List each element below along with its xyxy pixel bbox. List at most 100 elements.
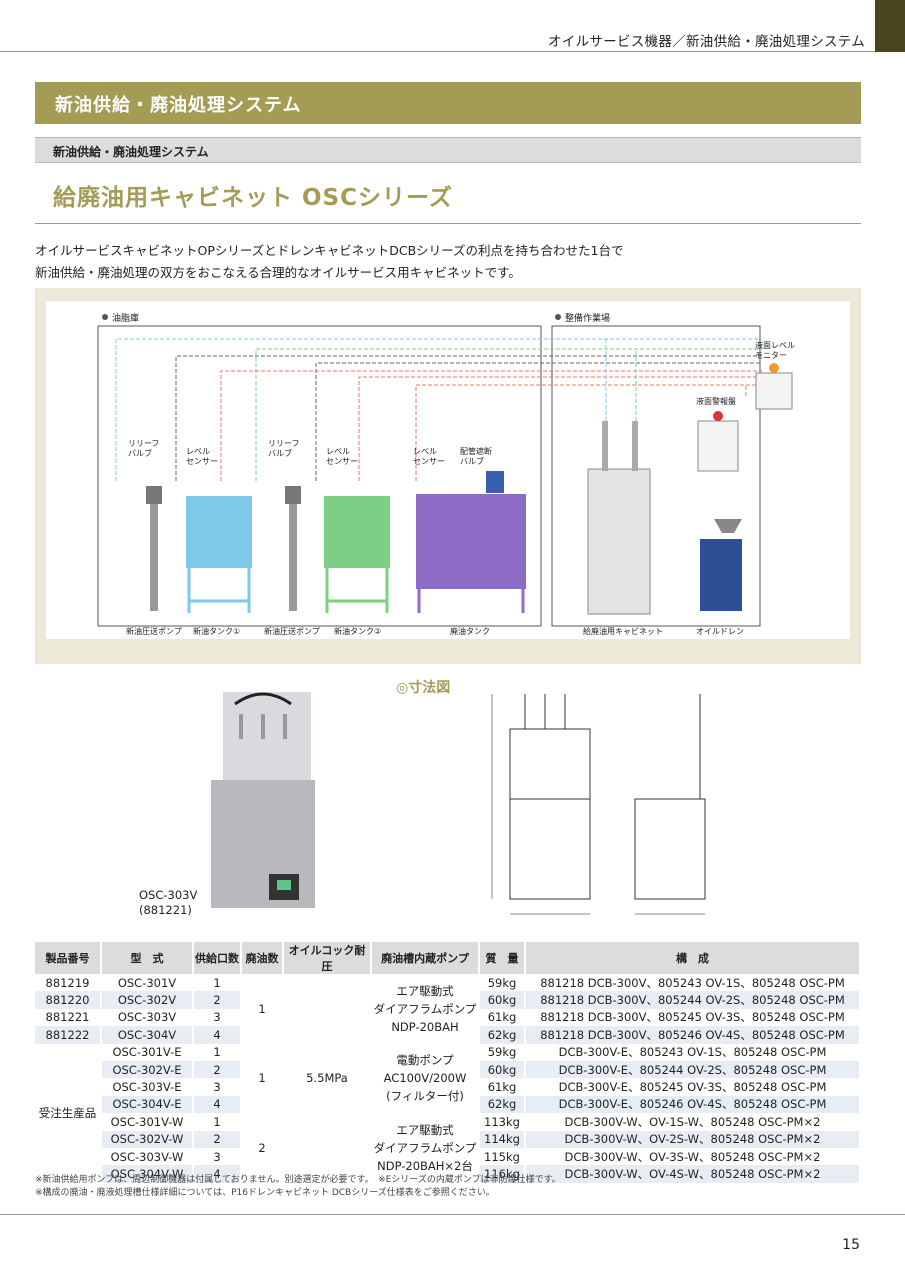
section-title: 新油供給・廃油処理システム: [55, 95, 302, 116]
page-number: 15: [842, 1237, 860, 1253]
cell-mass: 59kg: [479, 1043, 526, 1061]
alarm-panel: [697, 420, 739, 472]
cell-model: OSC-302V-E: [101, 1060, 194, 1079]
svg-text:新油圧送ポンプ 新油タンク①: 新油圧送ポンプ 新油タンク① 新油圧送ポンプ 新油タンク② 廃油タンク 給廃油用…: [126, 626, 744, 636]
cell-ports: 3: [193, 1008, 242, 1027]
cell-ports: 2: [193, 1060, 242, 1079]
cell-model: OSC-301V-W: [101, 1113, 194, 1131]
cell-model: OSC-302V-W: [101, 1130, 194, 1148]
pump-1: [150, 501, 158, 611]
product-photo: [205, 684, 325, 919]
tank-2: [324, 496, 390, 568]
cell-mass: 61kg: [479, 1078, 526, 1096]
cell-code: 881222: [35, 1026, 102, 1044]
col-code: 製品番号: [35, 942, 102, 974]
cell-mass: 114kg: [479, 1130, 526, 1148]
cell-config: 881218 DCB-300V、805244 OV-2S、805248 OSC-…: [525, 991, 861, 1009]
section-band: 新油供給・廃油処理システム: [35, 82, 861, 124]
footer-divider: [0, 1214, 905, 1215]
cell-config: DCB-300V-W、OV-3S-W、805248 OSC-PM×2: [525, 1147, 861, 1166]
cell-order-label: 受注生産品: [35, 1043, 102, 1183]
level-monitor: [755, 372, 793, 410]
cell-mass: 60kg: [479, 991, 526, 1009]
cell-config: DCB-300V-E、805244 OV-2S、805248 OSC-PM: [525, 1060, 861, 1079]
lead-line-1: オイルサービスキャビネットOPシリーズとドレンキャビネットDCBシリーズの利点を…: [35, 243, 624, 258]
col-waste: 廃油数: [241, 942, 284, 974]
col-model: 型 式: [101, 942, 194, 974]
page-header: オイルサービス機器／新油供給・廃油処理システム: [0, 0, 905, 52]
tank-1: [186, 496, 252, 568]
osc-cabinet: [587, 468, 651, 615]
svg-text:リリーフバルブ: リリーフバルブ: [268, 439, 300, 458]
cell-model: OSC-303V-W: [101, 1147, 194, 1166]
cell-mass: 62kg: [479, 1095, 526, 1114]
svg-text:液面レベルモニター: 液面レベルモニター: [755, 340, 795, 360]
cell-model: OSC-303V: [101, 1008, 194, 1027]
cell-model: OSC-304V-E: [101, 1095, 194, 1114]
note-1: ※新油供給用ポンプは、周辺制御機器は付属しておりません。別途選定が必要です。 ※…: [35, 1175, 561, 1185]
photo-caption-model: OSC-303V: [139, 888, 198, 902]
oil-drain: [700, 539, 742, 611]
col-pressure: オイルコック耐圧: [283, 942, 372, 974]
cell-config: DCB-300V-W、OV-4S-W、805248 OSC-PM×2: [525, 1165, 861, 1183]
sub-band: 新油供給・廃油処理システム: [35, 137, 861, 163]
cell-ports: 1: [193, 1113, 242, 1131]
col-ports: 供給口数: [193, 942, 242, 974]
cell-waste-c: 2: [241, 1113, 284, 1183]
title-divider: [35, 223, 861, 224]
svg-text:レベルセンサー: レベルセンサー: [326, 447, 358, 466]
workshop-frame: [551, 325, 761, 627]
cell-mass: 61kg: [479, 1008, 526, 1027]
note-2: ※構成の廃油・廃液処理槽仕様詳細については、P16ドレンキャビネット DCBシリ…: [35, 1188, 495, 1198]
cell-config: 881218 DCB-300V、805246 OV-4S、805248 OSC-…: [525, 1026, 861, 1044]
cell-ports: 1: [193, 1043, 242, 1061]
system-diagram: 油脂庫 整備作業場: [35, 288, 861, 664]
lead-line-2: 新油供給・廃油処理の双方をおこなえる合理的なオイルサービス用キャビネットです。: [35, 265, 521, 280]
cell-ports: 3: [193, 1078, 242, 1096]
cell-config: DCB-300V-E、805243 OV-1S、805248 OSC-PM: [525, 1043, 861, 1061]
cell-config: 881218 DCB-300V、805243 OV-1S、805248 OSC-…: [525, 974, 861, 992]
sub-title: 新油供給・廃油処理システム: [53, 145, 209, 159]
area-right-label: 整備作業場: [565, 312, 610, 324]
cell-mass: 60kg: [479, 1060, 526, 1079]
cell-pressure: 5.5MPa: [283, 974, 372, 1183]
cell-ports: 1: [193, 974, 242, 992]
pump-2: [289, 501, 297, 611]
cell-waste-b: 1: [241, 1043, 284, 1114]
svg-text:リリーフバルブ: リリーフバルブ: [128, 439, 160, 458]
col-mass: 質 量: [479, 942, 526, 974]
cell-ports: 2: [193, 991, 242, 1009]
svg-text:配管遮断バルブ: 配管遮断バルブ: [460, 446, 492, 466]
cell-model: OSC-304V: [101, 1026, 194, 1044]
col-pump: 廃油槽内蔵ポンプ: [371, 942, 480, 974]
cell-code: 881220: [35, 991, 102, 1009]
cell-config: DCB-300V-W、OV-1S-W、805248 OSC-PM×2: [525, 1113, 861, 1131]
cell-config: DCB-300V-E、805246 OV-4S、805248 OSC-PM: [525, 1095, 861, 1114]
cell-mass: 116kg: [479, 1165, 526, 1183]
cell-config: DCB-300V-E、805245 OV-3S、805248 OSC-PM: [525, 1078, 861, 1096]
product-title: 給廃油用キャビネット OSCシリーズ: [53, 185, 453, 211]
breadcrumb: オイルサービス機器／新油供給・廃油処理システム: [548, 34, 865, 50]
cell-mass: 59kg: [479, 974, 526, 992]
svg-text:レベルセンサー: レベルセンサー: [186, 447, 218, 466]
cell-mass: 62kg: [479, 1026, 526, 1044]
area-left-label: 油脂庫: [112, 312, 139, 324]
cell-mass: 115kg: [479, 1147, 526, 1166]
cell-model: OSC-301V: [101, 974, 194, 992]
chapter-tab: [875, 0, 905, 52]
spec-table: 製品番号 型 式 供給口数 廃油数 オイルコック耐圧 廃油槽内蔵ポンプ 質 量 …: [35, 942, 861, 1183]
cell-code: 881221: [35, 1008, 102, 1027]
cell-config: DCB-300V-W、OV-2S-W、805248 OSC-PM×2: [525, 1130, 861, 1148]
cell-model: OSC-303V-E: [101, 1078, 194, 1096]
photo-caption-code: (881221): [139, 903, 192, 917]
storage-frame: [97, 325, 542, 627]
diagram-canvas: 油脂庫 整備作業場: [46, 301, 850, 639]
cell-config: 881218 DCB-300V、805245 OV-3S、805248 OSC-…: [525, 1008, 861, 1027]
cell-waste-a: 1: [241, 974, 284, 1044]
cell-ports: 4: [193, 1165, 242, 1183]
cell-ports: 4: [193, 1095, 242, 1114]
cell-model: OSC-302V: [101, 991, 194, 1009]
